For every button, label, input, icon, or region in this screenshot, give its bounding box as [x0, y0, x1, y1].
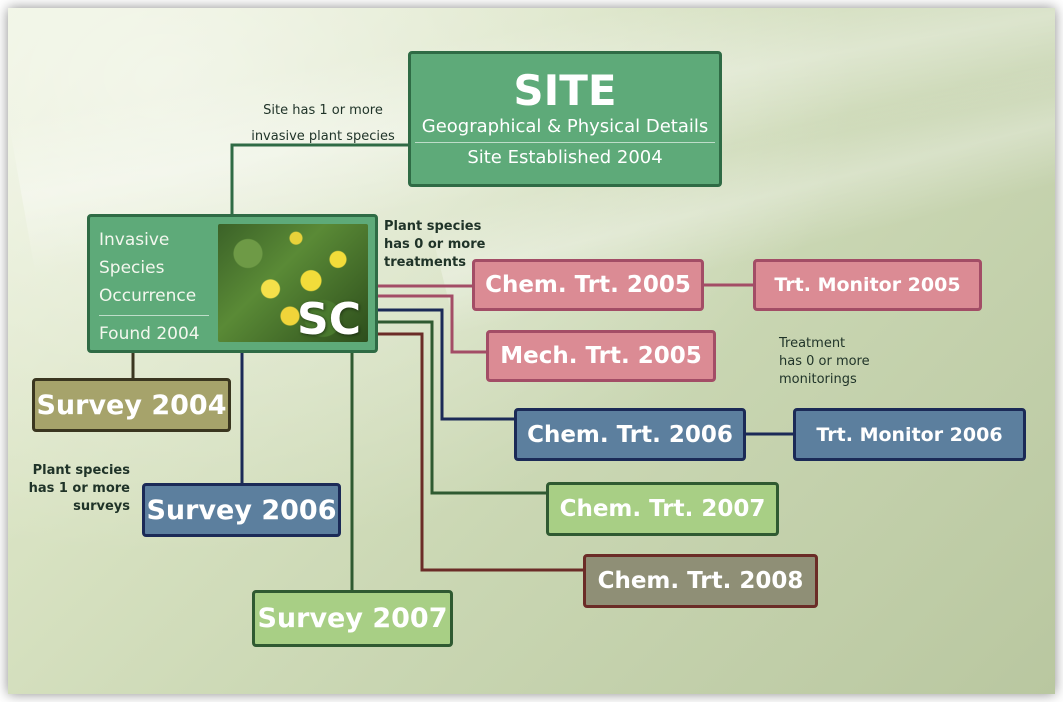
- connector-chem-2008: [378, 332, 585, 572]
- site-divider: [415, 141, 715, 143]
- survey-2006-box[interactable]: Survey 2006: [142, 483, 341, 537]
- mech-trt-2005-label: Mech. Trt. 2005: [500, 343, 702, 369]
- survey-relationship-line2: has 1 or more: [28, 481, 130, 496]
- survey-2004-label: Survey 2004: [36, 389, 227, 421]
- trt-monitor-2006-box[interactable]: Trt. Monitor 2006: [793, 408, 1026, 461]
- species-photo: [218, 224, 368, 342]
- chem-trt-2006-box[interactable]: Chem. Trt. 2006: [514, 408, 746, 461]
- connector-mech-2005: [378, 294, 488, 354]
- chem-trt-2006-label: Chem. Trt. 2006: [527, 421, 733, 448]
- treatment-relationship-line3: treatments: [384, 255, 466, 270]
- chem-trt-2007-box[interactable]: Chem. Trt. 2007: [546, 482, 779, 536]
- survey-2004-box[interactable]: Survey 2004: [32, 378, 231, 432]
- site-relationship-note: Site has 1 or more invasive plant specie…: [248, 98, 398, 150]
- monitoring-relationship-line1: Treatment: [779, 336, 846, 351]
- trt-monitor-2005-box[interactable]: Trt. Monitor 2005: [753, 259, 982, 311]
- treatment-relationship-line1: Plant species: [384, 219, 482, 234]
- site-title: SITE: [513, 65, 617, 115]
- site-established: Site Established 2004: [467, 146, 663, 168]
- site-relationship-line2: invasive plant species: [251, 129, 395, 144]
- survey-2007-box[interactable]: Survey 2007: [252, 590, 453, 647]
- monitoring-relationship-line2: has 0 or more: [779, 354, 870, 369]
- site-relationship-line1: Site has 1 or more: [263, 103, 383, 118]
- survey-relationship-line1: Plant species: [32, 463, 130, 478]
- mech-trt-2005-box[interactable]: Mech. Trt. 2005: [486, 330, 716, 382]
- connector-chem-2007: [378, 320, 548, 495]
- occurrence-found: Found 2004: [99, 324, 200, 344]
- trt-monitor-2006-label: Trt. Monitor 2006: [816, 423, 1003, 446]
- occurrence-label-line2: Species: [99, 258, 165, 278]
- occurrence-label-line1: Invasive: [99, 230, 170, 250]
- treatment-relationship-note: Plant species has 0 or more treatments: [384, 218, 485, 272]
- chem-trt-2005-label: Chem. Trt. 2005: [485, 272, 691, 298]
- site-details: Geographical & Physical Details: [421, 115, 709, 137]
- occurrence-label-line3: Occurrence: [99, 286, 197, 306]
- chem-trt-2008-box[interactable]: Chem. Trt. 2008: [583, 554, 818, 608]
- survey-relationship-note: Plant species has 1 or more surveys: [20, 462, 130, 516]
- treatment-relationship-line2: has 0 or more: [384, 237, 486, 252]
- chem-trt-2007-label: Chem. Trt. 2007: [559, 496, 766, 522]
- species-code: SC: [297, 294, 361, 345]
- species-occurrence-box[interactable]: Invasive Species Occurrence Found 2004 S…: [87, 214, 378, 353]
- site-box[interactable]: SITE Geographical & Physical Details Sit…: [408, 51, 722, 187]
- survey-2007-label: Survey 2007: [257, 603, 448, 634]
- occurrence-divider: [99, 315, 209, 316]
- trt-monitor-2005-label: Trt. Monitor 2005: [774, 274, 961, 296]
- survey-2006-label: Survey 2006: [146, 494, 337, 526]
- connector-site-occurrence: [230, 143, 410, 215]
- chem-trt-2005-box[interactable]: Chem. Trt. 2005: [472, 259, 704, 311]
- monitoring-relationship-line3: monitorings: [779, 372, 857, 387]
- chem-trt-2008-label: Chem. Trt. 2008: [597, 568, 804, 594]
- monitoring-relationship-note: Treatment has 0 or more monitorings: [779, 335, 870, 389]
- connector-chem-2006: [378, 308, 516, 421]
- survey-relationship-line3: surveys: [73, 499, 130, 514]
